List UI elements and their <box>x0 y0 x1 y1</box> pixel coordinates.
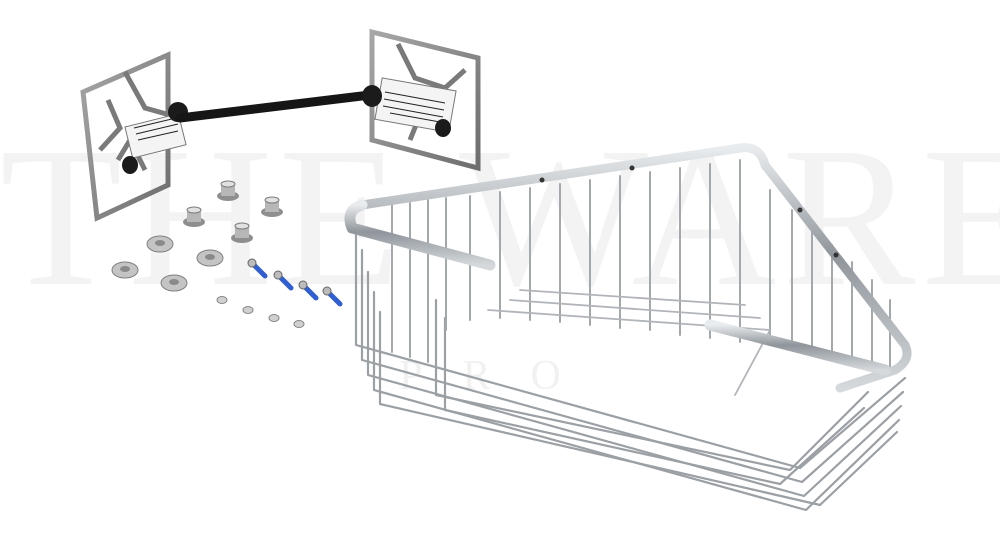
screw <box>273 270 294 291</box>
wall-boss <box>217 180 239 201</box>
basket-wire-rings <box>354 226 907 512</box>
cover-cap <box>216 296 228 304</box>
wall-bracket-left <box>80 51 188 222</box>
connecting-rod <box>175 90 375 123</box>
wall-boss <box>261 196 283 217</box>
basket-front-rail-right <box>704 319 891 376</box>
cover-cap <box>293 320 305 328</box>
mounting-hole <box>539 177 545 183</box>
corner-wire-basket <box>344 143 912 512</box>
screw <box>247 258 268 279</box>
fixing-kit <box>111 180 343 328</box>
wall-bracket-right <box>362 28 481 172</box>
mounting-hole <box>629 165 635 171</box>
mounting-hole <box>797 207 803 213</box>
screw <box>322 286 343 307</box>
basket-floor-wires <box>487 289 771 396</box>
basket-front-rail-left <box>344 199 496 271</box>
mounting-hole <box>833 252 839 258</box>
washer <box>111 261 139 279</box>
wall-boss <box>231 222 253 243</box>
washer <box>196 249 224 267</box>
washer <box>160 274 188 292</box>
cover-cap <box>242 306 254 314</box>
screw <box>298 280 319 301</box>
washer <box>146 235 174 253</box>
wall-boss <box>183 206 205 227</box>
cover-cap <box>268 314 280 322</box>
